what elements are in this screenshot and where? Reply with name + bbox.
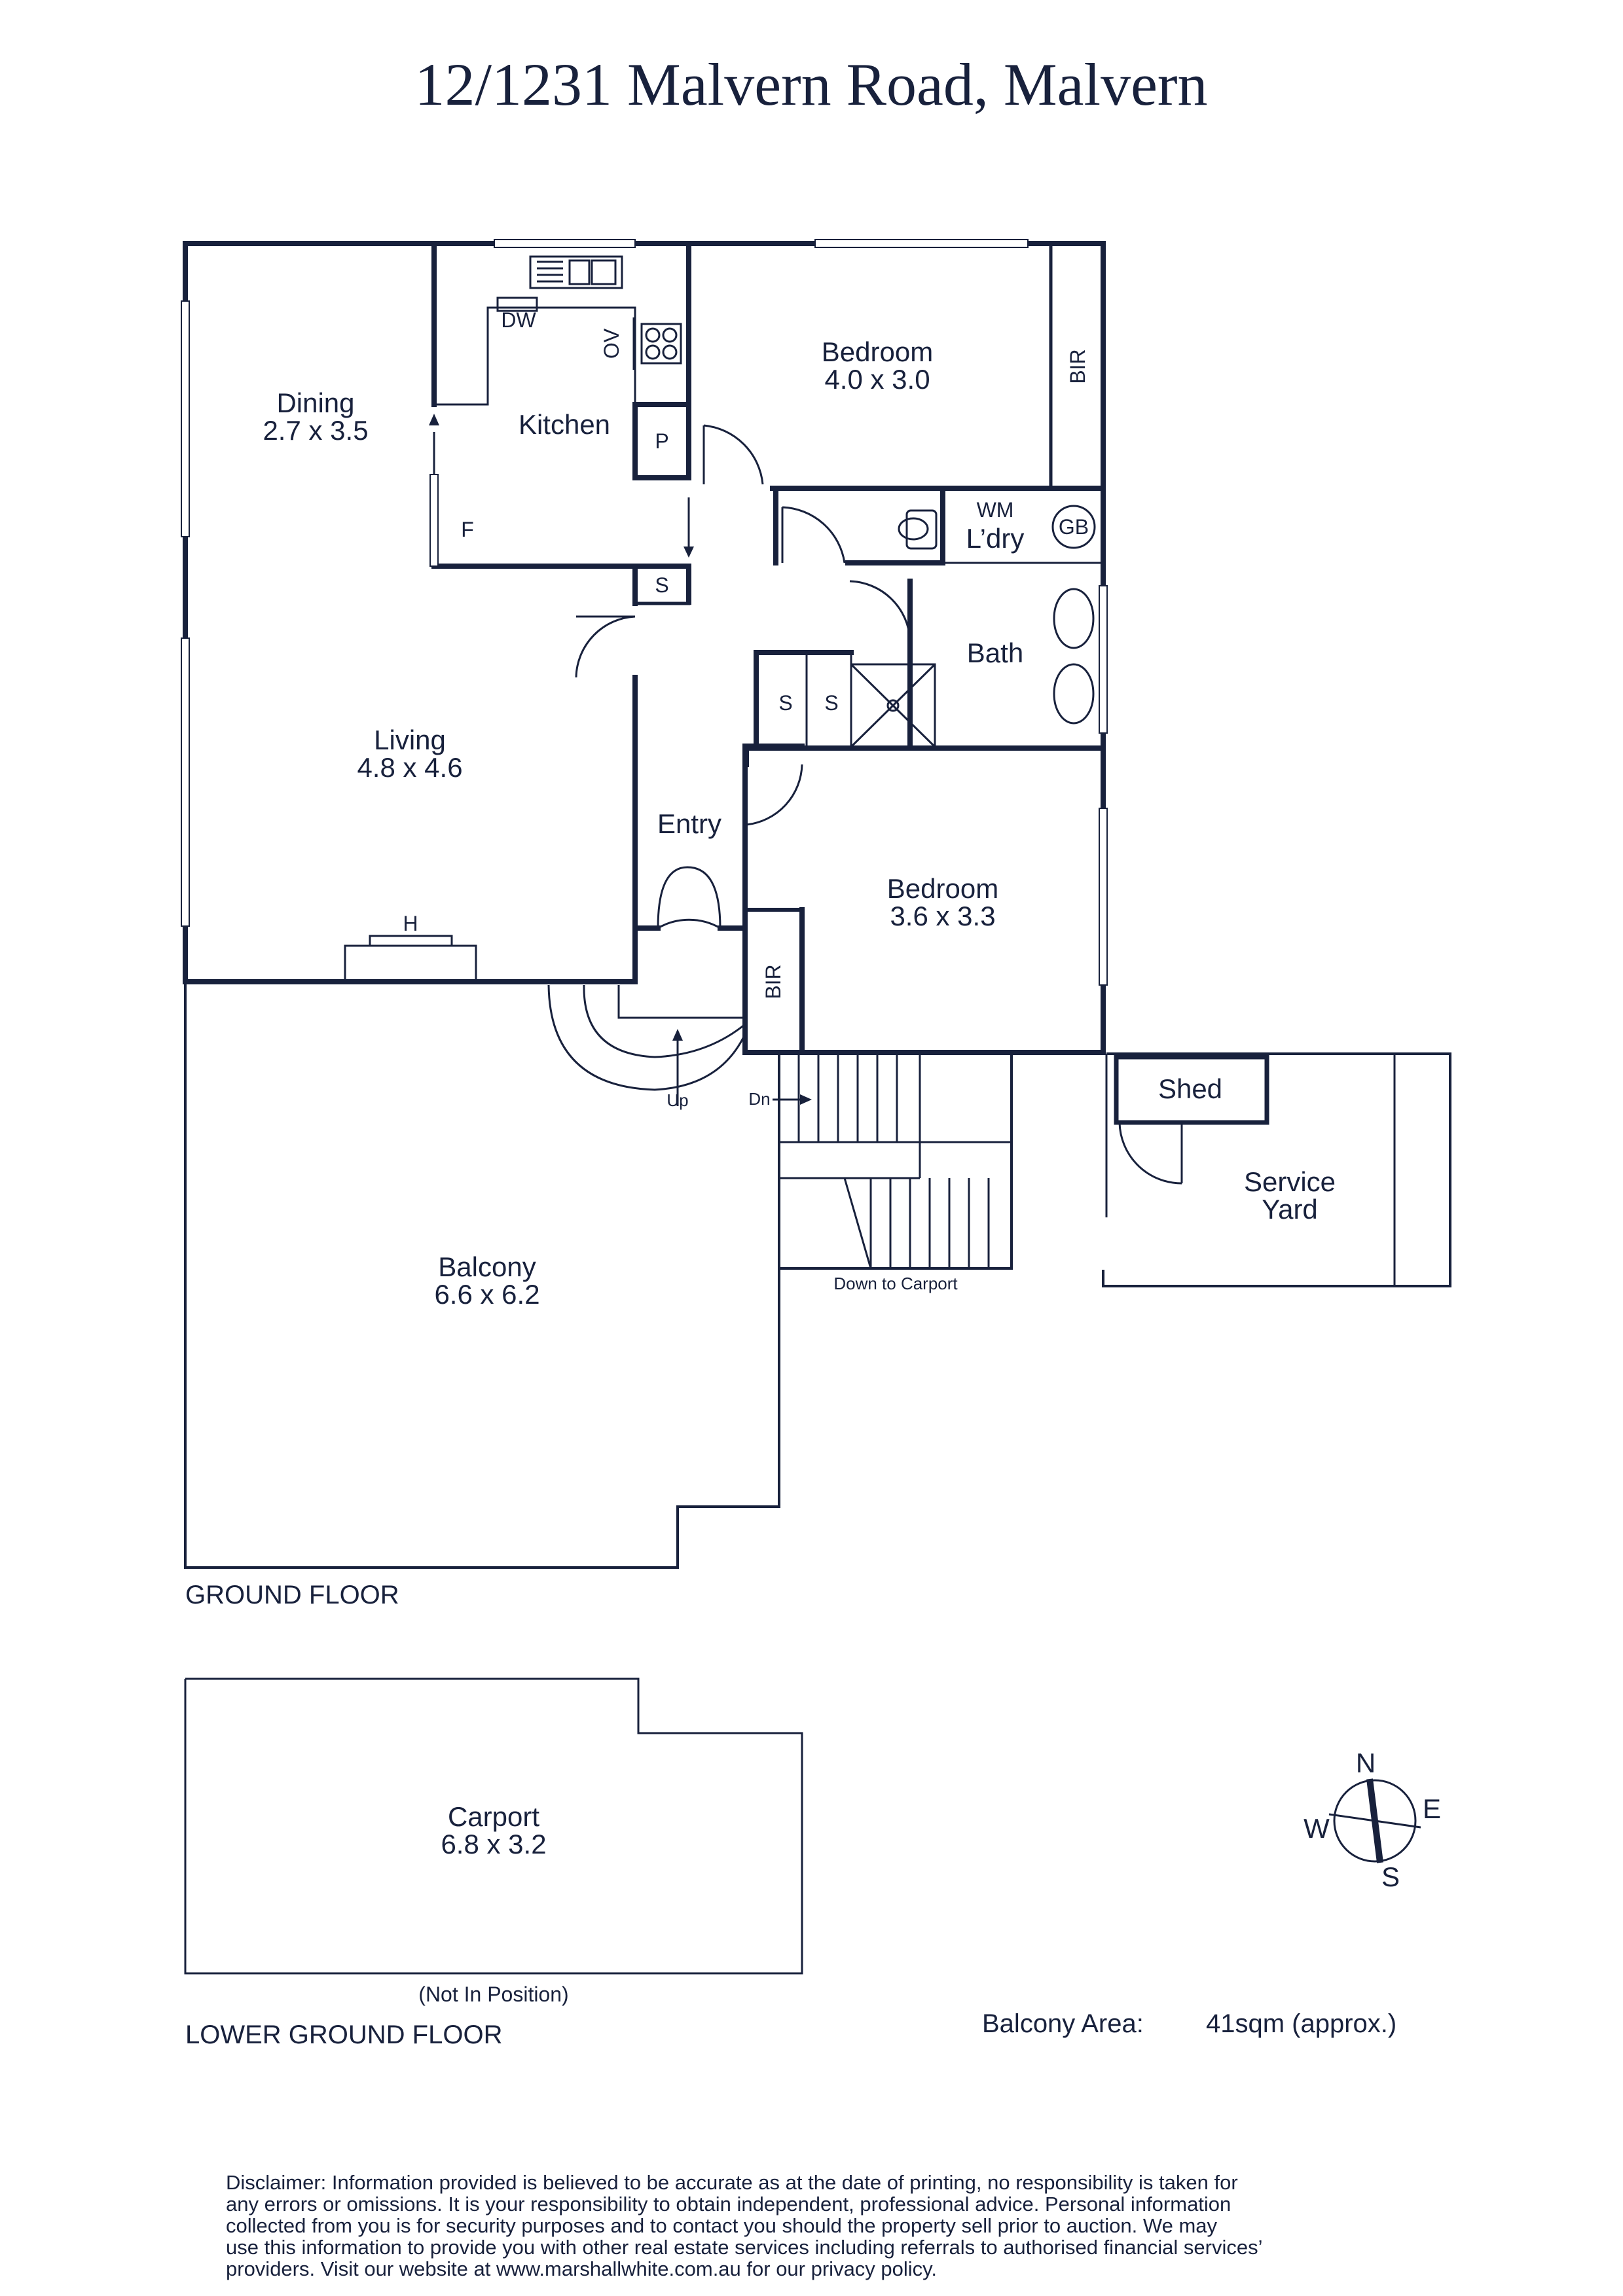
compass [1328, 1778, 1421, 1863]
carport-dims: 6.8 x 3.2 [441, 1829, 546, 1859]
storage-label-2: S [778, 691, 792, 715]
compass-east: E [1423, 1793, 1441, 1824]
up-label: Up [666, 1090, 688, 1110]
living-dims: 4.8 x 4.6 [357, 752, 462, 783]
kitchen-fittings [429, 255, 694, 558]
service-yard [1102, 1052, 1451, 1287]
oven-label: OV [600, 328, 623, 359]
heater-label: H [403, 912, 418, 935]
bir-label-2: BIR [761, 964, 785, 999]
entry-label: Entry [657, 808, 721, 839]
carport-outline [184, 1677, 803, 1975]
disclaimer-line: Disclaimer: Information provided is beli… [226, 2171, 1238, 2194]
disclaimer-line: providers. Visit our website at www.mars… [226, 2257, 937, 2280]
service-yard-label: Service [1244, 1166, 1336, 1197]
ground-floor-walls [183, 241, 1106, 1055]
balcony-area-label: Balcony Area: [982, 2009, 1144, 2038]
compass-south: S [1381, 1861, 1400, 1892]
bedroom2-label: Bedroom [887, 873, 998, 904]
ground-floor-label: GROUND FLOOR [185, 1581, 399, 1609]
windows [181, 239, 1108, 986]
bedroom2-dims: 3.6 x 3.3 [890, 901, 995, 931]
kitchen-label: Kitchen [519, 409, 610, 440]
carport-label: Carport [448, 1801, 539, 1832]
disclaimer-line: collected from you is for security purpo… [226, 2214, 1218, 2237]
balcony-outline [184, 982, 780, 1569]
disclaimer: Disclaimer: Information provided is beli… [226, 2171, 1263, 2280]
compass-north: N [1356, 1748, 1376, 1778]
compass-west: W [1304, 1813, 1330, 1844]
laundry-label: L’dry [966, 523, 1025, 554]
balcony-label: Balcony [438, 1251, 536, 1282]
balcony-area: Balcony Area: 41sqm (approx.) [982, 2009, 1396, 2038]
lower-ground-floor-label: LOWER GROUND FLOOR [185, 2020, 502, 2049]
dining-dims: 2.7 x 3.5 [263, 415, 368, 446]
wet-area-fittings [850, 505, 1096, 748]
down-label: Dn [748, 1089, 770, 1109]
bedroom1-dims: 4.0 x 3.0 [824, 364, 930, 395]
down-to-carport-label: Down to Carport [833, 1274, 958, 1293]
doors [575, 424, 1183, 1185]
washing-machine-label: WM [977, 498, 1014, 522]
dining-label: Dining [276, 387, 354, 418]
floor-labels: GROUND FLOOR (Not In Position) LOWER GRO… [185, 1581, 569, 2049]
heater [344, 935, 477, 983]
bir-label-1: BIR [1066, 349, 1089, 384]
service-yard-label-2: Yard [1262, 1194, 1318, 1225]
pantry-label: P [655, 429, 668, 453]
balcony-area-value: 41sqm (approx.) [1206, 2009, 1396, 2038]
page-title: 12/1231 Malvern Road, Malvern [414, 51, 1207, 118]
compass-labels: N E S W [1304, 1748, 1441, 1892]
living-label: Living [374, 725, 446, 755]
storage-label-3: S [824, 691, 838, 715]
storage-label-1: S [655, 573, 668, 597]
bedroom1-label: Bedroom [822, 336, 933, 367]
balcony-dims: 6.6 x 6.2 [434, 1279, 539, 1310]
room-labels: Dining 2.7 x 3.5 Kitchen Bedroom 4.0 x 3… [263, 336, 1336, 1859]
fixture-labels: DW OV P F S S S BIR BIR WM GB H Up Dn Do… [403, 308, 1089, 1293]
bath-label: Bath [967, 637, 1023, 668]
fridge-label: F [461, 518, 474, 541]
disclaimer-line: use this information to provide you with… [226, 2236, 1263, 2259]
disclaimer-line: any errors or omissions. It is your resp… [226, 2193, 1231, 2215]
gas-boiler-label: GB [1059, 515, 1089, 539]
not-in-position-label: (Not In Position) [418, 1982, 568, 2006]
dishwasher-label: DW [501, 308, 536, 332]
shed-label: Shed [1158, 1073, 1222, 1104]
